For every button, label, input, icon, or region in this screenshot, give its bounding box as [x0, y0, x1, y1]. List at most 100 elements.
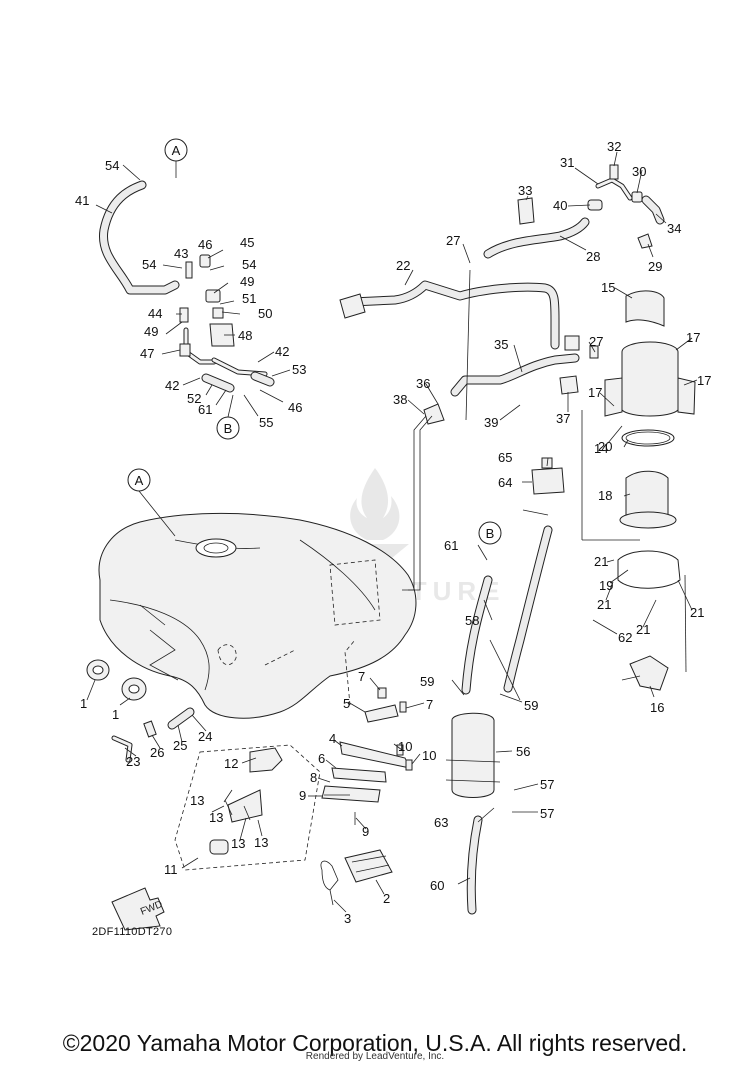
callout-42: 42	[275, 344, 289, 359]
canister-section	[445, 457, 565, 915]
svg-text:B: B	[224, 421, 233, 436]
callout-32: 32	[607, 139, 621, 154]
bracket-parts	[321, 639, 413, 825]
callout-1: 1	[112, 707, 119, 722]
callout-45: 45	[240, 235, 254, 250]
callout-22: 22	[396, 258, 410, 273]
callout-57: 57	[540, 777, 554, 792]
callout-24: 24	[198, 729, 212, 744]
callout-25: 25	[173, 738, 187, 753]
drain-fittings	[111, 707, 195, 763]
callout-61: 61	[198, 402, 212, 417]
breather-group	[99, 180, 275, 393]
callout-28: 28	[586, 249, 600, 264]
callout-17: 17	[588, 385, 602, 400]
leader-lines	[86, 151, 698, 913]
callout-14: 14	[594, 441, 608, 456]
callout-20: 20	[598, 439, 612, 454]
callout-64: 64	[498, 475, 512, 490]
rendered-by-credit: Rendered by LeadVenture, Inc.	[305, 1051, 445, 1062]
callout-56: 56	[516, 744, 530, 759]
callout-40: 40	[553, 198, 567, 213]
callout-59: 59	[420, 674, 434, 689]
callout-4: 4	[329, 731, 336, 746]
callout-21: 21	[597, 597, 611, 612]
callout-52: 52	[187, 391, 201, 406]
callout-7: 7	[426, 697, 433, 712]
callout-19: 19	[599, 578, 613, 593]
callout-17: 17	[697, 373, 711, 388]
fuel-hoses	[339, 164, 665, 591]
callout-numbers: 1 1 2 3 4 5 6 7 7 8 9 9 10 10 11 12 13 1…	[75, 139, 711, 926]
callout-57: 57	[540, 806, 554, 821]
callout-42: 42	[165, 378, 179, 393]
callout-62: 62	[618, 630, 632, 645]
callout-58: 58	[465, 613, 479, 628]
callout-1: 1	[80, 696, 87, 711]
callout-54: 54	[242, 257, 256, 272]
callout-5: 5	[343, 696, 350, 711]
pump-plate-group	[174, 744, 321, 871]
callout-8: 8	[310, 770, 317, 785]
callout-31: 31	[560, 155, 574, 170]
svg-text:A: A	[172, 143, 181, 158]
callout-50: 50	[258, 306, 272, 321]
callout-17: 17	[686, 330, 700, 345]
ref-a-top: A	[164, 138, 188, 162]
callout-65: 65	[498, 450, 512, 465]
callout-30: 30	[632, 164, 646, 179]
callout-49: 49	[240, 274, 254, 289]
callout-63: 63	[434, 815, 448, 830]
callout-2: 2	[383, 891, 390, 906]
callout-47: 47	[140, 346, 154, 361]
callout-60: 60	[430, 878, 444, 893]
callout-54: 54	[105, 158, 119, 173]
callout-13: 13	[231, 836, 245, 851]
diagram-code: 2DF1110DT270	[92, 926, 172, 938]
callout-16: 16	[650, 700, 664, 715]
callout-55: 55	[259, 415, 273, 430]
callout-29: 29	[648, 259, 662, 274]
callout-7: 7	[358, 669, 365, 684]
ref-b-right: B	[478, 521, 502, 545]
callout-10: 10	[398, 739, 412, 754]
callout-41: 41	[75, 193, 89, 208]
callout-49: 49	[144, 324, 158, 339]
callout-27: 27	[589, 334, 603, 349]
fuel-pump-assembly	[581, 290, 696, 691]
callout-13: 13	[209, 810, 223, 825]
callout-9: 9	[362, 824, 369, 839]
callout-33: 33	[518, 183, 532, 198]
callout-61: 61	[444, 538, 458, 553]
callout-12: 12	[224, 756, 238, 771]
callout-54: 54	[142, 257, 156, 272]
grommet-1a	[86, 659, 110, 681]
callout-10: 10	[422, 748, 436, 763]
ref-a-tank: A	[127, 468, 151, 492]
callout-53: 53	[292, 362, 306, 377]
svg-text:B: B	[486, 526, 495, 541]
callout-11: 11	[164, 862, 178, 877]
copyright-notice: ©2020 Yamaha Motor Corporation, U.S.A. A…	[62, 1030, 688, 1056]
cover-and-clip	[320, 849, 393, 906]
callout-18: 18	[598, 488, 612, 503]
callout-36: 36	[416, 376, 430, 391]
grommet-1b	[121, 677, 147, 701]
callout-9: 9	[299, 788, 306, 803]
parts-diagram: FWD 2DF1110DT270	[75, 138, 711, 938]
callout-23: 23	[126, 754, 140, 769]
callout-51: 51	[242, 291, 256, 306]
callout-3: 3	[344, 911, 351, 926]
callout-43: 43	[174, 246, 188, 261]
callout-6: 6	[318, 751, 325, 766]
callout-34: 34	[667, 221, 681, 236]
ref-b-left: B	[216, 416, 240, 440]
callout-26: 26	[150, 745, 164, 760]
callout-48: 48	[238, 328, 252, 343]
fuel-tank	[98, 512, 417, 719]
callout-13: 13	[190, 793, 204, 808]
callout-46: 46	[198, 237, 212, 252]
callout-21: 21	[690, 605, 704, 620]
callout-38: 38	[393, 392, 407, 407]
callout-39: 39	[484, 415, 498, 430]
